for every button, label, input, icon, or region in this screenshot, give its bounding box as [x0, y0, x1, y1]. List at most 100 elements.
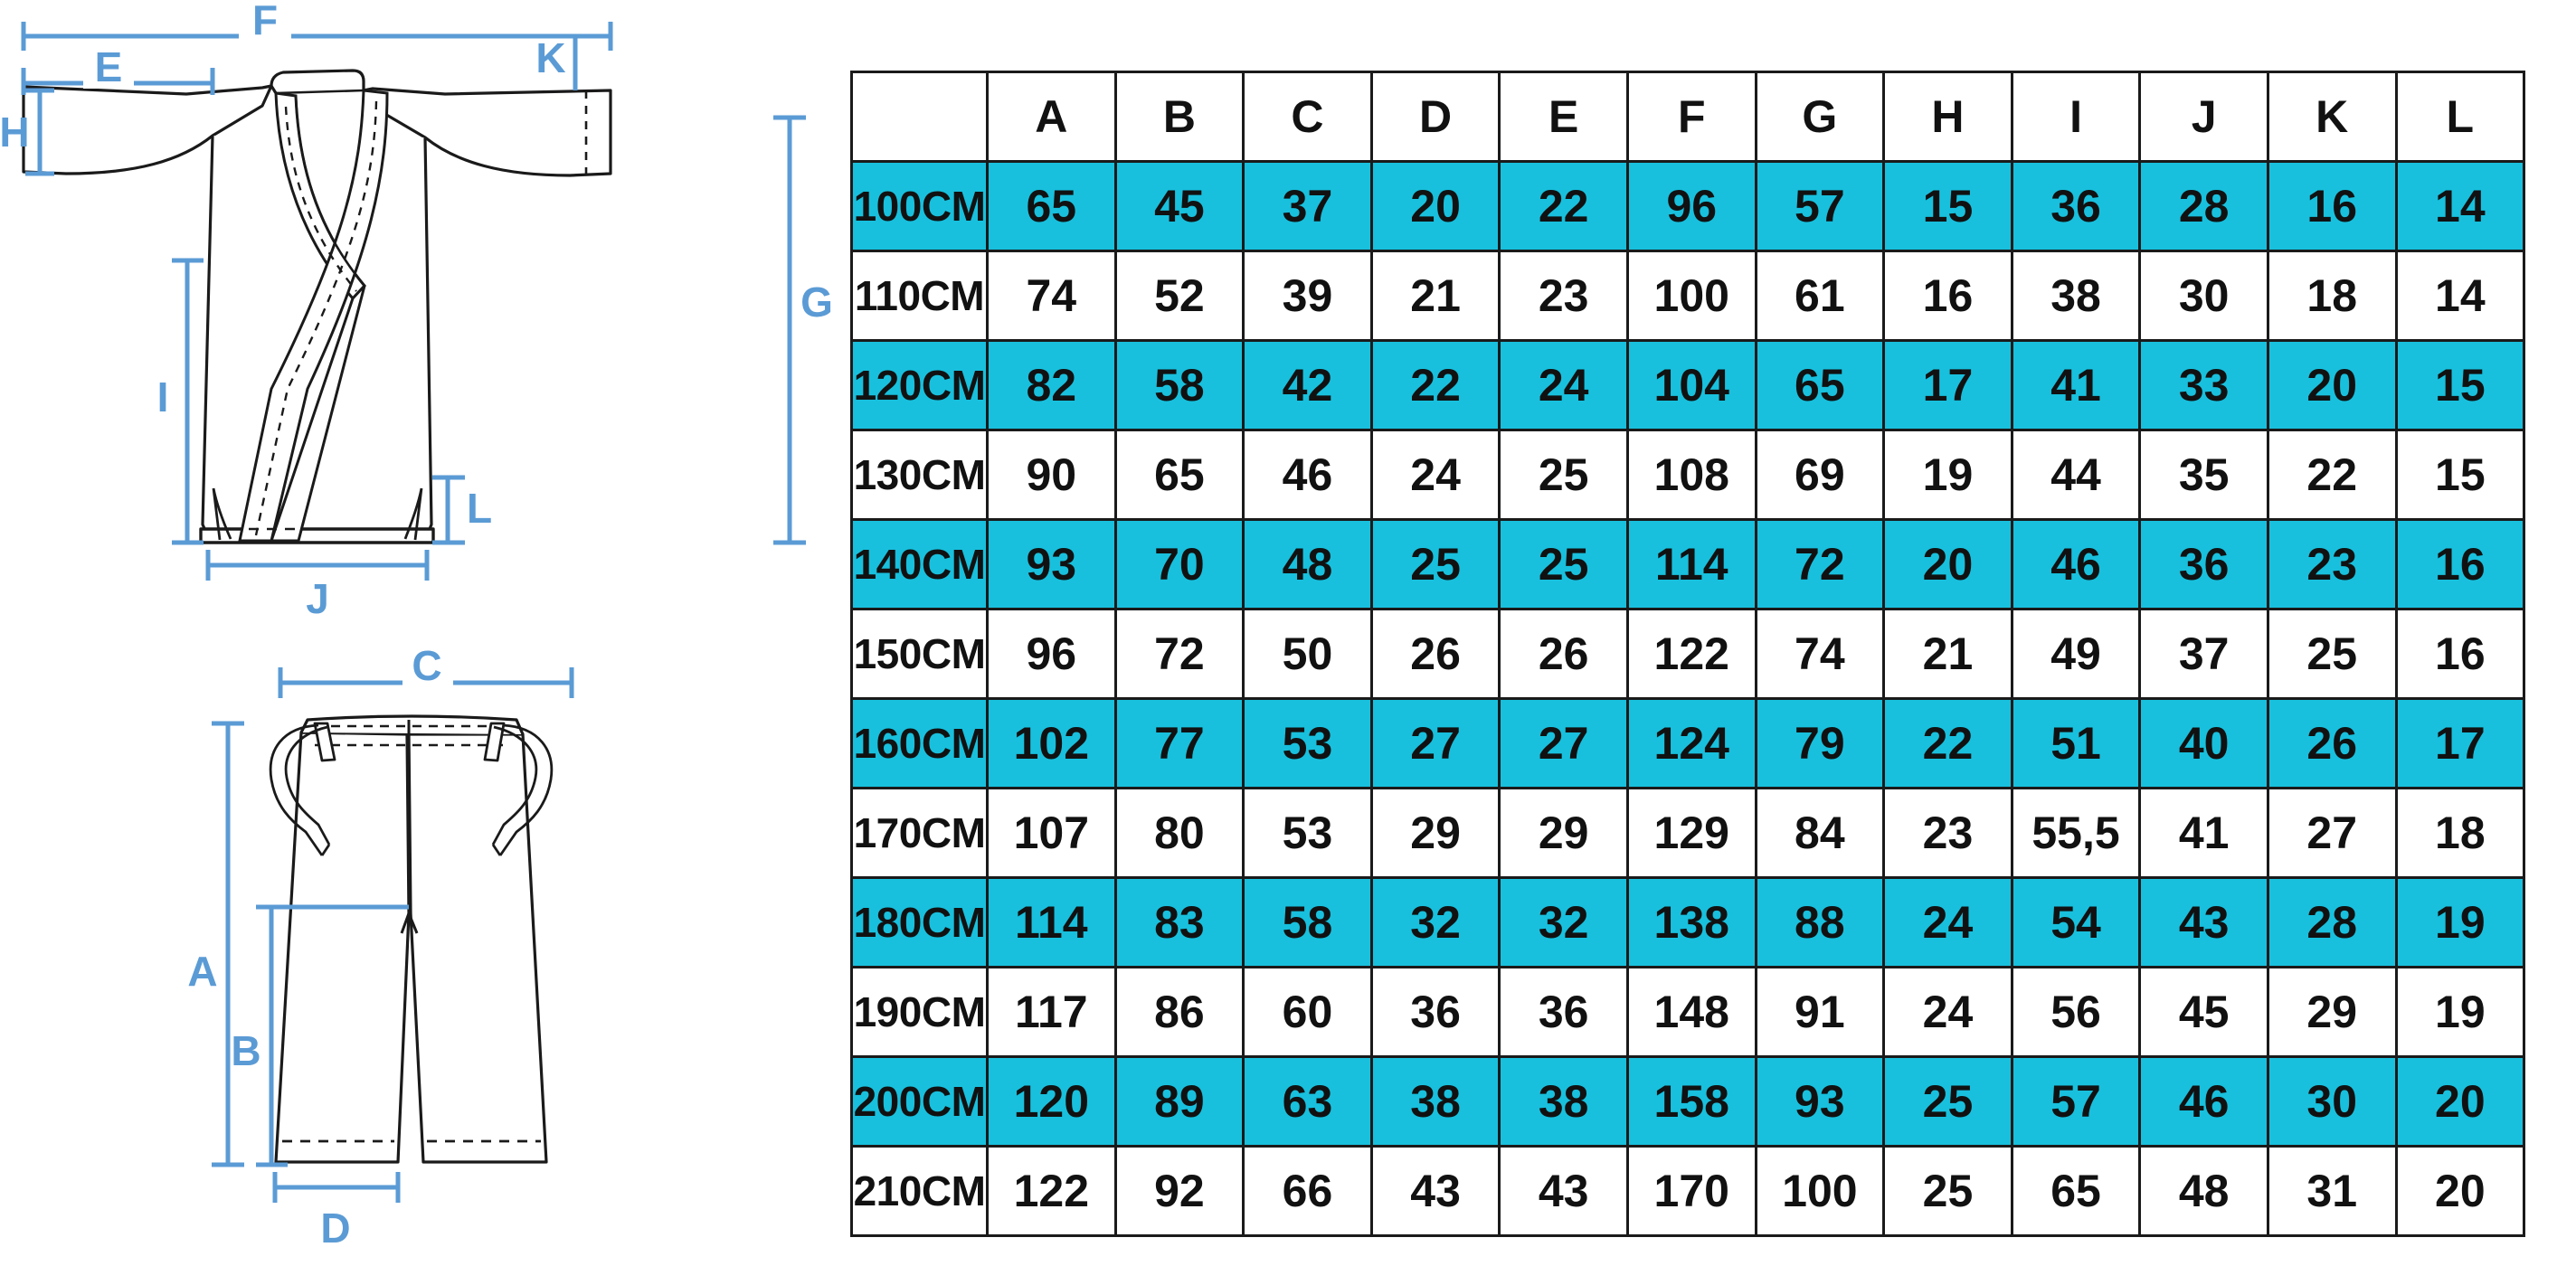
- dim-label-G: G: [800, 279, 833, 326]
- measurement-cell-k: 16: [2266, 160, 2398, 252]
- measurement-cell-k: 31: [2266, 1145, 2398, 1237]
- measurement-cell-b: 80: [1113, 787, 1245, 879]
- measurement-cell-i: 49: [2010, 608, 2142, 700]
- measurement-cell-b: 89: [1113, 1055, 1245, 1148]
- measurement-cell-a: 114: [986, 876, 1117, 968]
- measurement-cell-j: 36: [2138, 518, 2269, 610]
- measurement-cell-a: 117: [986, 966, 1117, 1058]
- measurement-cell-c: 42: [1242, 339, 1373, 431]
- measurement-cell-l: 19: [2394, 966, 2526, 1058]
- dim-label-F: F: [252, 0, 278, 43]
- garment-diagram-panel: F E H: [0, 0, 850, 1266]
- dimension-J: J: [205, 550, 430, 622]
- measurement-cell-d: 21: [1369, 250, 1501, 342]
- dim-label-H: H: [0, 109, 30, 156]
- measurement-cell-k: 29: [2266, 966, 2398, 1058]
- measurement-cell-j: 41: [2138, 787, 2269, 879]
- measurement-cell-a: 82: [986, 339, 1117, 431]
- measurement-cell-c: 39: [1242, 250, 1373, 342]
- measurement-cell-h: 15: [1882, 160, 2013, 252]
- measurement-cell-k: 27: [2266, 787, 2398, 879]
- measurement-cell-g: 57: [1754, 160, 1886, 252]
- dimension-H: H: [0, 88, 54, 176]
- measurement-cell-e: 43: [1498, 1145, 1629, 1237]
- dimension-C: C: [278, 642, 574, 698]
- size-label-cell: 150CM: [850, 608, 989, 700]
- measurement-cell-c: 46: [1242, 429, 1373, 521]
- measurement-cell-f: 114: [1625, 518, 1757, 610]
- measurement-cell-c: 53: [1242, 697, 1373, 789]
- measurement-cell-l: 20: [2394, 1145, 2526, 1237]
- measurement-cell-i: 65: [2010, 1145, 2142, 1237]
- measurement-cell-g: 88: [1754, 876, 1886, 968]
- measurement-cell-h: 23: [1882, 787, 2013, 879]
- measurement-cell-l: 16: [2394, 518, 2526, 610]
- measurement-cell-c: 48: [1242, 518, 1373, 610]
- measurement-cell-e: 24: [1498, 339, 1629, 431]
- size-label-cell: 130CM: [850, 429, 989, 521]
- measurement-cell-a: 122: [986, 1145, 1117, 1237]
- measurement-cell-c: 50: [1242, 608, 1373, 700]
- measurement-cell-h: 16: [1882, 250, 2013, 342]
- measurement-cell-d: 38: [1369, 1055, 1501, 1148]
- dimension-A: A: [187, 721, 244, 1167]
- measurement-cell-b: 83: [1113, 876, 1245, 968]
- measurement-cell-l: 17: [2394, 697, 2526, 789]
- column-header-e: E: [1498, 71, 1629, 163]
- measurement-cell-k: 25: [2266, 608, 2398, 700]
- measurement-cell-d: 29: [1369, 787, 1501, 879]
- garment-technical-drawing: F E H: [0, 0, 833, 1252]
- dim-label-E: E: [95, 43, 123, 90]
- measurement-cell-b: 65: [1113, 429, 1245, 521]
- measurement-cell-e: 32: [1498, 876, 1629, 968]
- measurement-cell-b: 72: [1113, 608, 1245, 700]
- measurement-cell-d: 43: [1369, 1145, 1501, 1237]
- measurement-cell-e: 38: [1498, 1055, 1629, 1148]
- column-header-g: G: [1754, 71, 1886, 163]
- measurement-cell-i: 36: [2010, 160, 2142, 252]
- pants-drawing: C A B: [187, 642, 574, 1252]
- measurement-cell-e: 22: [1498, 160, 1629, 252]
- dim-label-L: L: [467, 485, 492, 532]
- measurement-cell-d: 27: [1369, 697, 1501, 789]
- dim-label-A: A: [187, 948, 217, 995]
- dim-label-B: B: [231, 1027, 260, 1074]
- measurement-cell-b: 70: [1113, 518, 1245, 610]
- measurement-cell-a: 96: [986, 608, 1117, 700]
- measurement-cell-l: 20: [2394, 1055, 2526, 1148]
- dimension-F: F: [21, 0, 613, 51]
- size-label-cell: 190CM: [850, 966, 989, 1058]
- measurement-cell-g: 65: [1754, 339, 1886, 431]
- measurement-cell-d: 20: [1369, 160, 1501, 252]
- measurement-cell-h: 25: [1882, 1145, 2013, 1237]
- measurement-cell-j: 35: [2138, 429, 2269, 521]
- measurement-cell-a: 93: [986, 518, 1117, 610]
- measurement-cell-f: 96: [1625, 160, 1757, 252]
- measurement-cell-f: 138: [1625, 876, 1757, 968]
- measurement-cell-h: 20: [1882, 518, 2013, 610]
- measurement-cell-c: 63: [1242, 1055, 1373, 1148]
- measurement-cell-i: 51: [2010, 697, 2142, 789]
- measurement-cell-g: 69: [1754, 429, 1886, 521]
- dim-label-K: K: [535, 34, 565, 81]
- measurement-cell-i: 55,5: [2010, 787, 2142, 879]
- measurement-cell-b: 45: [1113, 160, 1245, 252]
- column-header-b: B: [1113, 71, 1245, 163]
- column-header-a: A: [986, 71, 1117, 163]
- measurement-cell-f: 122: [1625, 608, 1757, 700]
- measurement-cell-c: 37: [1242, 160, 1373, 252]
- measurement-cell-j: 33: [2138, 339, 2269, 431]
- measurement-cell-b: 77: [1113, 697, 1245, 789]
- measurement-cell-a: 120: [986, 1055, 1117, 1148]
- dimension-I: I: [157, 258, 204, 545]
